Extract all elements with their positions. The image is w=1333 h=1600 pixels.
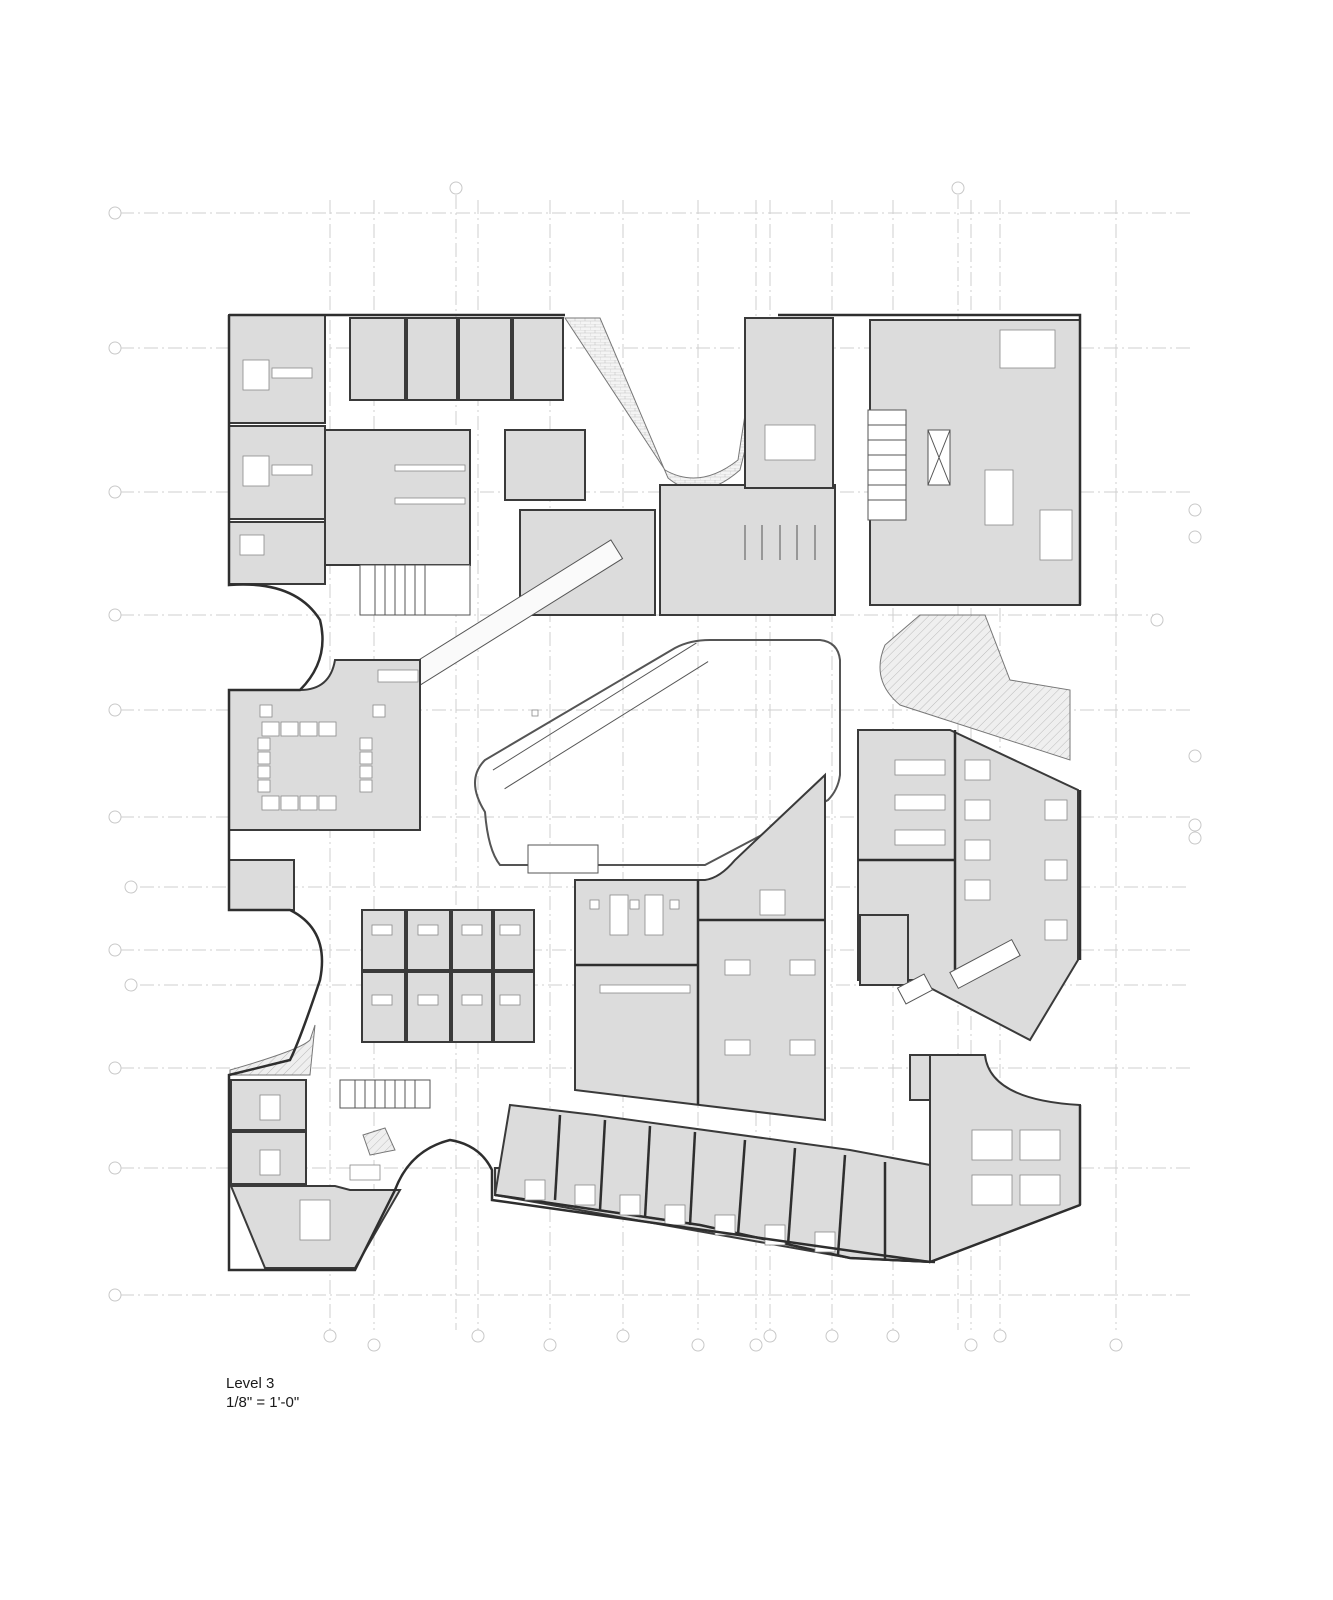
office-pods — [361, 909, 535, 1043]
south-office-strip — [493, 1103, 936, 1264]
north-core — [659, 317, 1081, 616]
level-title: Level 3 — [226, 1375, 275, 1392]
central-atrium — [402, 539, 841, 874]
southeast-office — [909, 1054, 1081, 1264]
southwest-block — [229, 1024, 431, 1269]
drawing-title: Level 3 1/8" = 1'-0" — [226, 1374, 299, 1412]
scale-note: 1/8" = 1'-0" — [226, 1394, 300, 1411]
east-open-office — [857, 614, 1079, 1042]
west-conference-room — [228, 659, 421, 911]
central-south-office — [574, 772, 826, 1122]
building-perimeter — [227, 313, 1082, 1272]
